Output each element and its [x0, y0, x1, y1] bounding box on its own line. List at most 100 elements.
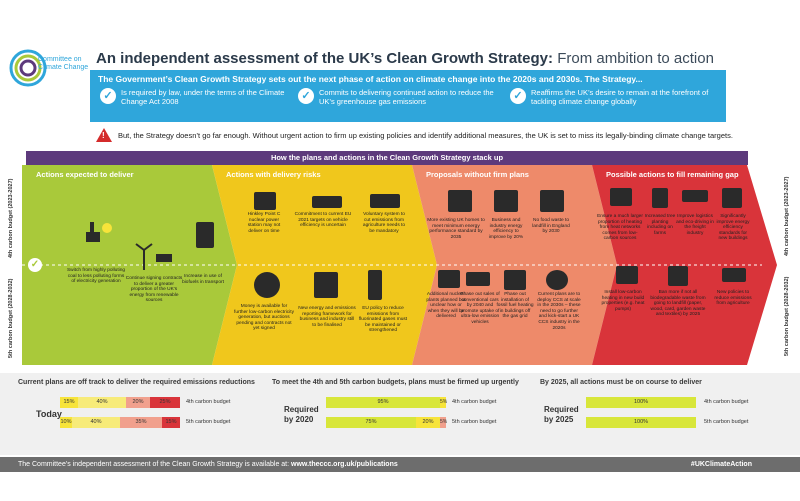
- column1-item: Money is available for further low-carbo…: [234, 304, 294, 332]
- logo-line1: Committee on: [38, 56, 82, 63]
- coal-power-icon: [84, 218, 114, 244]
- money-icon: [254, 272, 280, 298]
- title-main: An independent assessment of the UK’s Cl…: [96, 50, 554, 67]
- house-icon: [448, 190, 472, 212]
- r2020-5th-bar: 75% 20% 5%: [326, 417, 447, 428]
- title-sub: From ambition to action: [557, 50, 714, 67]
- boiler-icon: [504, 270, 526, 290]
- side-label-right-top: 4th carbon budget (2023-2027): [784, 176, 790, 256]
- column2-item: Additional nuclear plants planned but un…: [426, 292, 466, 320]
- column-label: Possible actions to fill remaining gap: [606, 170, 739, 179]
- column3-item: Improve logistics and eco-driving in the…: [676, 214, 714, 236]
- waste-bin-icon: [668, 266, 688, 286]
- bottom-panel: Current plans are off track to deliver t…: [0, 373, 800, 455]
- budget-4-label: 4th carbon budget: [704, 399, 749, 405]
- intro-head: The Government’s Clean Growth Strategy s…: [98, 74, 643, 84]
- column-delivery-risks: Actions with delivery risks: [212, 165, 412, 365]
- intro-item: ✓ Commits to delivering continued action…: [298, 88, 508, 106]
- tree-icon: [652, 188, 668, 208]
- industry-icon: [494, 190, 518, 212]
- r2025-5th-bar: 100%: [586, 417, 696, 428]
- column3-item: Significantly improve energy efficiency …: [716, 214, 750, 242]
- r2020-4th-bar: 95% 5%: [326, 397, 447, 408]
- today-label: Today: [36, 409, 62, 419]
- ccc-logo: Committee on Climate Change: [8, 48, 88, 88]
- ccs-icon: [546, 270, 568, 290]
- column1-item: EU policy to reduce emissions from fluor…: [358, 306, 408, 334]
- column0-item: Continue signing contracts to deliver a …: [125, 276, 183, 304]
- column2-item: More existing UK homes to meet minimum e…: [427, 218, 485, 240]
- column-label: Actions with delivery risks: [226, 170, 321, 179]
- column2-item: Phase out installation of fossil fuel he…: [496, 292, 534, 320]
- heat-pump-icon: [616, 266, 638, 284]
- check-icon: ✓: [510, 88, 526, 104]
- side-label-left-top: 4th carbon budget (2023-2027): [8, 178, 14, 258]
- column-possible-actions: Possible actions to fill remaining gap: [592, 165, 752, 365]
- logo-line2: Climate Change: [38, 64, 89, 71]
- intro-item: ✓ Reaffirms the UK’s desire to remain at…: [510, 88, 720, 106]
- r2025-4th-bar: 100%: [586, 397, 696, 408]
- side-label-right-bottom: 5th carbon budget (2028-2032): [784, 276, 790, 356]
- truck-icon: [682, 190, 708, 202]
- column-actions-expected: Actions expected to deliver: [22, 165, 212, 365]
- intro-item: ✓ Is required by law, under the terms of…: [100, 88, 290, 106]
- check-icon: ✓: [100, 88, 116, 104]
- fuel-pump-icon: [196, 222, 214, 248]
- required-2020-label: Required by 2020: [284, 405, 319, 424]
- budget-5-label: 5th carbon budget: [452, 419, 497, 425]
- side-label-left-bottom: 5th carbon budget (2028-2032): [8, 278, 14, 358]
- check-icon: ✓: [28, 258, 42, 272]
- column1-item: Hinkley Point C nuclear power station ma…: [247, 212, 281, 234]
- hashtag: #UKClimateAction: [690, 461, 752, 468]
- column1-item: New energy and emissions reporting frame…: [298, 306, 356, 328]
- column2-item: No food waste to landfill in England by …: [532, 218, 570, 235]
- column3-item: Increased tree planting including on far…: [644, 214, 676, 236]
- footer-text: The Committee’s independent assessment o…: [18, 461, 290, 468]
- vehicles-icon: [312, 196, 342, 208]
- column2-item: Business and industry energy efficiency …: [488, 218, 524, 240]
- column1-item: Voluntary system to cut emissions from a…: [362, 212, 406, 234]
- page-title: An independent assessment of the UK’s Cl…: [96, 50, 714, 67]
- budget-5-label: 5th carbon budget: [186, 419, 231, 425]
- heat-network-icon: [610, 188, 632, 206]
- column1-item: Commitment to current EU 2021 targets on…: [294, 212, 352, 229]
- car-icon: [466, 272, 490, 286]
- column2-item: Current plans are to deploy CCS at scale…: [537, 292, 581, 331]
- footer-link[interactable]: www.theccc.org.uk/publications: [291, 461, 398, 468]
- tractor-icon: [722, 268, 746, 282]
- warning-text: But, the Strategy doesn’t go far enough.…: [118, 130, 733, 140]
- budget-4-label: 4th carbon budget: [186, 399, 231, 405]
- nuclear-plant-icon: [254, 192, 276, 210]
- chevron-bands: [22, 165, 777, 365]
- tractor-icon: [370, 194, 400, 208]
- budget-5-label: 5th carbon budget: [704, 419, 749, 425]
- column0-item: Switch from highly polluting coal to les…: [66, 268, 126, 285]
- column3-item: Ban more if not all biodegradable waste …: [650, 290, 706, 318]
- wind-turbine-icon: [134, 240, 174, 270]
- today-5th-bar: 10% 40% 35% 15%: [60, 417, 180, 428]
- stack-title: How the plans and actions in the Clean G…: [26, 151, 748, 165]
- fridge-icon: [368, 270, 382, 300]
- factory-icon: [314, 272, 338, 298]
- today-4th-bar: 15% 40% 20% 25%: [60, 397, 180, 408]
- column3-item: Install low-carbon heating in new build …: [601, 290, 645, 312]
- column3-item: New policies to reduce emissions from ag…: [714, 290, 752, 307]
- bottom-heading-3: By 2025, all actions must be on course t…: [540, 379, 702, 386]
- bottom-heading-1: Current plans are off track to deliver t…: [18, 379, 255, 386]
- column-proposals: Proposals without firm plans: [412, 165, 592, 365]
- building-icon: [722, 188, 742, 208]
- warning-line: ! But, the Strategy doesn’t go far enoug…: [96, 128, 733, 142]
- band-shape: [22, 165, 237, 365]
- column-label: Actions expected to deliver: [36, 170, 134, 179]
- bottom-heading-2: To meet the 4th and 5th carbon budgets, …: [272, 379, 519, 386]
- column3-item: Ensure a much larger proportion of heati…: [597, 214, 643, 242]
- column-label: Proposals without firm plans: [426, 170, 529, 179]
- column0-item: Increase in use of biofuels in transport: [182, 274, 224, 285]
- nuclear-icon: [438, 270, 460, 288]
- check-icon: ✓: [298, 88, 314, 104]
- column2-item: Phase out sales of conventional cars by …: [460, 292, 500, 325]
- required-2025-label: Required by 2025: [544, 405, 579, 424]
- warning-icon: !: [96, 128, 112, 142]
- intro-box: The Government’s Clean Growth Strategy s…: [90, 70, 726, 122]
